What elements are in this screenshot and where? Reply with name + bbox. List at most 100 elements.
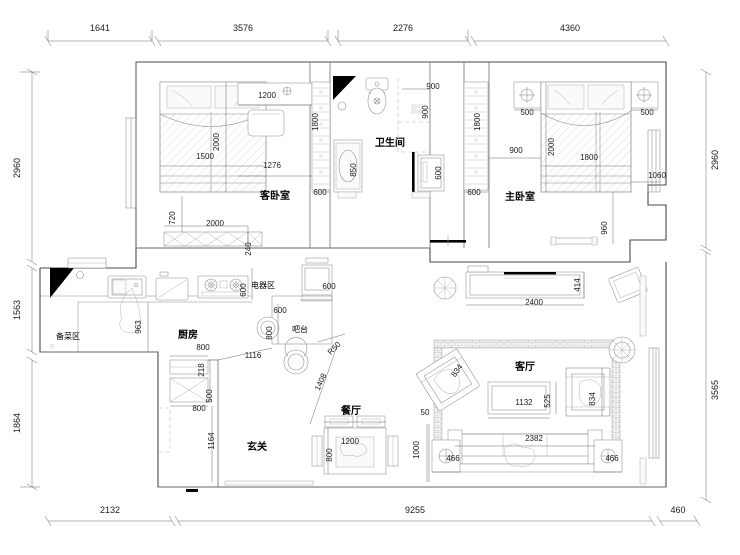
dim-left-3: 1864 — [12, 413, 22, 433]
inner-dim-0: 1500 — [196, 152, 214, 161]
room-label-living-room: 客厅 — [514, 360, 535, 373]
inner-dim-40: 1000 — [412, 441, 421, 459]
decor-fan — [433, 276, 457, 300]
dining-table — [311, 415, 399, 475]
inner-dim-47: 466 — [605, 454, 619, 463]
inner-dim-45: 2382 — [525, 434, 543, 443]
inner-dim-32: R50 — [326, 339, 343, 356]
inner-dim-25: 963 — [134, 320, 143, 334]
inner-dim-38: 1200 — [341, 437, 359, 446]
inner-dim-35: 800 — [192, 404, 206, 413]
inner-dim-5: 2000 — [206, 219, 224, 228]
inner-dim-3: 1276 — [263, 161, 281, 170]
side-table-left — [431, 439, 461, 473]
inner-dim-36: 1164 — [207, 432, 216, 450]
cooktop — [197, 275, 249, 299]
inner-dim-24: 600 — [239, 283, 248, 297]
dim-left-2: 1563 — [12, 300, 22, 320]
entry-threshold — [224, 480, 314, 486]
inner-dim-33: 1408 — [313, 371, 329, 391]
window-master — [647, 129, 661, 193]
round-decor — [608, 336, 636, 364]
inner-dim-16: 500 — [520, 108, 534, 117]
inner-dim-9: 850 — [349, 163, 358, 177]
inner-dim-4: 720 — [168, 211, 177, 225]
inner-dim-27: 218 — [197, 363, 206, 377]
door-marker-kitchen — [50, 268, 74, 298]
inner-dim-39: 50 — [421, 408, 430, 417]
inner-dim-44: 525 — [543, 394, 552, 408]
dim-bottom-2: 9255 — [405, 505, 425, 515]
dim-bottom-1: 2132 — [100, 505, 120, 515]
inner-dim-14: 600 — [467, 188, 481, 197]
dimension-lines-top — [44, 30, 670, 47]
bar-stool-1 — [256, 316, 280, 340]
inner-dim-29: 600 — [322, 282, 336, 291]
inner-dim-10: 900 — [426, 82, 440, 91]
appliance-column — [301, 257, 333, 302]
inner-dim-ticks — [147, 82, 660, 482]
inner-dim-1: 2000 — [212, 133, 221, 151]
dim-right-2: 3565 — [710, 380, 720, 400]
side-table-right — [593, 439, 623, 473]
inner-dim-22: 2400 — [525, 298, 543, 307]
dimension-lines-left — [20, 68, 40, 491]
inner-dim-20: 1060 — [648, 171, 666, 180]
inner-dim-11: 900 — [421, 105, 430, 119]
tv-unit — [487, 381, 551, 415]
room-label-master-bedroom: 主卧室 — [505, 190, 535, 203]
inner-dim-37: 800 — [325, 448, 334, 462]
room-label-prep-area: 备菜区 — [56, 331, 80, 341]
dimension-lines-bottom — [44, 515, 701, 527]
dim-top-1: 1641 — [90, 23, 110, 33]
inner-dim-18: 2000 — [547, 138, 556, 156]
console-cabinet — [465, 265, 585, 299]
bathroom-fixtures — [333, 76, 445, 199]
inner-dim-8: 600 — [313, 188, 327, 197]
inner-dim-2: 1200 — [258, 91, 276, 100]
room-label-appliance-area: 电器区 — [251, 280, 275, 290]
dim-top-4: 4360 — [560, 23, 580, 33]
dimension-lines-right — [700, 68, 712, 504]
armchair-right — [565, 367, 611, 417]
tv-cabinet-guest — [163, 231, 249, 247]
room-label-guest-bedroom: 客卧室 — [259, 189, 290, 202]
inner-dim-26: 800 — [196, 343, 210, 352]
inner-dim-34: 500 — [205, 389, 214, 403]
dim-right-1: 2960 — [710, 150, 720, 170]
inner-dim-21: 960 — [600, 221, 609, 235]
kitchen-sink — [107, 275, 147, 299]
kitchen-furniture — [40, 257, 333, 487]
chair-guest — [247, 109, 285, 137]
dim-top-2: 3576 — [233, 23, 253, 33]
inner-dim-6: 240 — [244, 242, 253, 256]
living-room-furniture — [415, 265, 660, 485]
shower-area — [397, 78, 430, 153]
low-cabinet-master — [550, 237, 598, 245]
bathtub — [333, 139, 363, 193]
inner-dim-30: 600 — [273, 306, 287, 315]
room-label-foyer: 玄关 — [247, 440, 267, 453]
dim-left-1: 2960 — [12, 158, 22, 178]
armchair-left — [415, 348, 480, 411]
dim-top-3: 2276 — [393, 23, 413, 33]
room-label-bar-counter: 吧台 — [292, 324, 308, 334]
toilet — [365, 77, 389, 115]
inner-dim-31: 800 — [265, 326, 274, 340]
bath-door — [412, 152, 415, 192]
room-label-kitchen: 厨房 — [178, 328, 198, 341]
bar-stool-2 — [283, 337, 309, 375]
foyer-dining-furniture — [186, 333, 399, 492]
nightstand-left — [513, 81, 542, 109]
dim-bottom-3: 460 — [670, 505, 685, 515]
washing-machine — [417, 154, 445, 192]
balcony-window — [639, 275, 660, 485]
bar-counter-box — [271, 295, 333, 345]
guest-bedroom-furniture — [125, 81, 331, 247]
inner-dim-28: 1116 — [245, 351, 262, 360]
room-label-dining: 餐厅 — [340, 404, 361, 417]
inner-dim-43: 1132 — [515, 398, 533, 407]
